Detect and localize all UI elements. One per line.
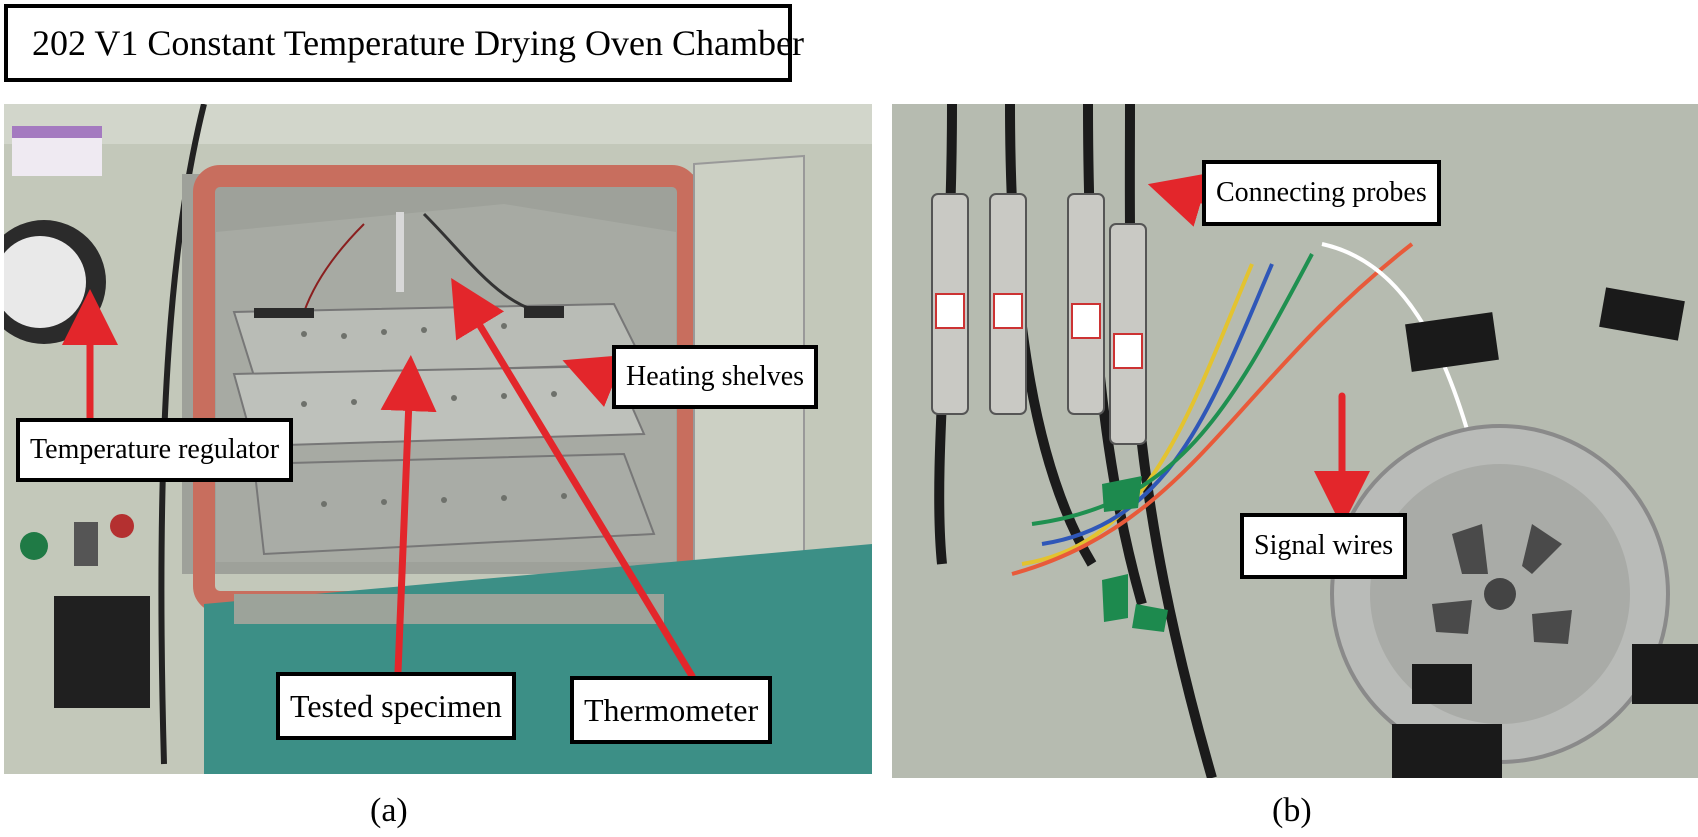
photo-oven-chamber — [4, 104, 872, 774]
label-heating-shelves: Heating shelves — [612, 345, 819, 409]
oven-illustration — [4, 104, 872, 774]
label-tested-specimen: Tested specimen — [276, 672, 516, 740]
arrow-heating-shelves — [562, 355, 625, 407]
arrow-connecting-probes — [1147, 173, 1210, 227]
arrow-thermometer — [451, 278, 696, 680]
caption-a: (a) — [370, 792, 408, 829]
label-thermometer: Thermometer — [570, 676, 773, 744]
caption-b: (b) — [1272, 792, 1312, 829]
label-connecting-probes: Connecting probes — [1202, 160, 1441, 226]
arrow-tested-specimen — [380, 355, 437, 676]
figure-title: 202 V1 Constant Temperature Drying Oven … — [4, 4, 804, 82]
label-temperature-regulator: Temperature regulator — [16, 418, 294, 482]
label-signal-wires: Signal wires — [1240, 513, 1408, 579]
